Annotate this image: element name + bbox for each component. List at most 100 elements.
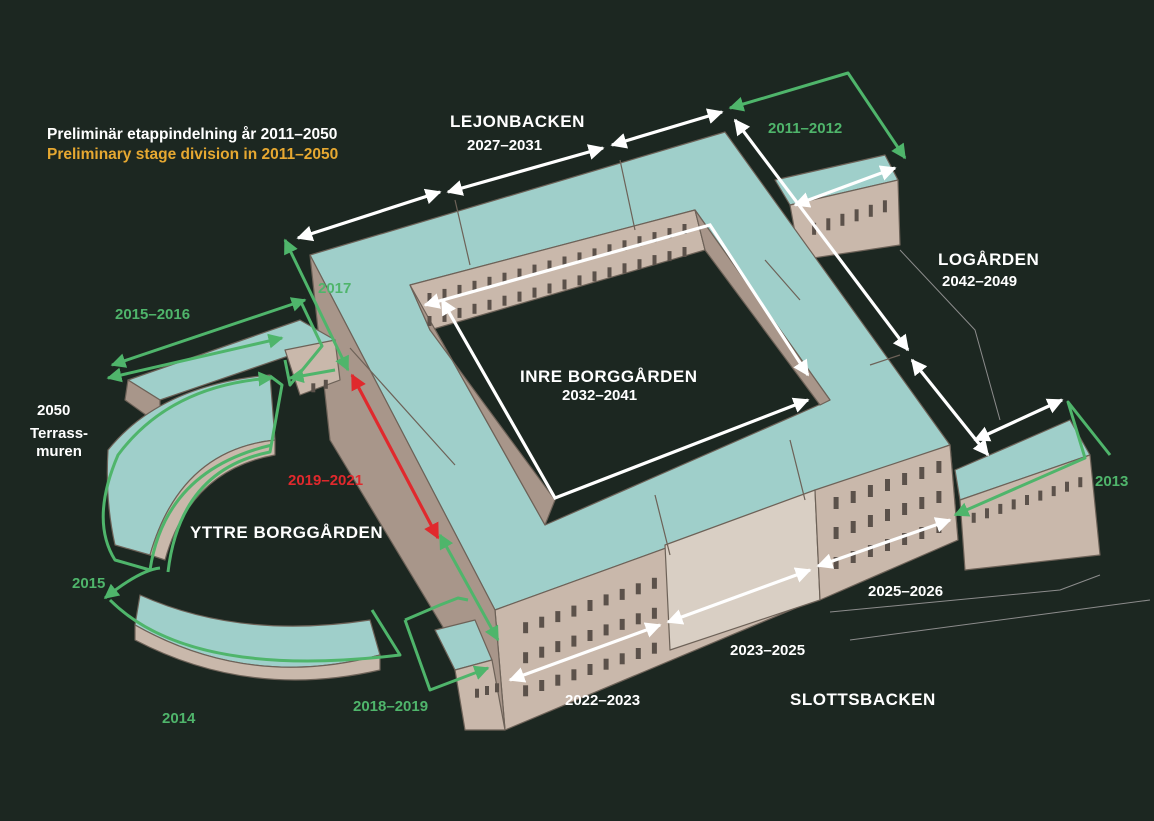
stage-2017: 2017 <box>318 280 352 297</box>
window <box>622 240 627 251</box>
window <box>523 622 529 634</box>
window <box>592 248 597 259</box>
green-arrows <box>103 71 1112 692</box>
window <box>902 473 908 485</box>
window <box>622 263 627 274</box>
window <box>833 527 839 539</box>
window <box>539 646 545 658</box>
window <box>840 213 845 226</box>
stage-2025-2026: 2025–2026 <box>868 583 944 600</box>
window <box>682 247 687 257</box>
stage-2027-2031: 2027–2031 <box>467 137 543 154</box>
window <box>539 616 545 628</box>
area-logarden: LOGÅRDEN <box>938 250 1040 269</box>
window <box>667 228 672 239</box>
window <box>607 267 612 278</box>
window <box>833 497 839 509</box>
window <box>587 630 593 641</box>
window <box>882 200 887 213</box>
window <box>323 379 328 389</box>
window <box>854 209 859 222</box>
window <box>826 218 831 231</box>
stage-2050: 2050 <box>37 402 71 419</box>
window <box>555 611 561 623</box>
window <box>635 648 641 659</box>
window <box>902 503 908 515</box>
stage-2011-2012: 2011–2012 <box>768 120 843 137</box>
window <box>651 577 657 589</box>
window <box>555 674 561 686</box>
window <box>868 204 873 217</box>
window <box>919 497 925 509</box>
window <box>850 521 856 533</box>
window <box>603 624 609 636</box>
window <box>472 280 477 291</box>
stage-2013: 2013 <box>1095 473 1129 490</box>
window <box>1038 490 1043 501</box>
window <box>592 271 597 282</box>
window <box>1051 486 1056 497</box>
window <box>635 613 641 625</box>
window <box>562 256 567 267</box>
window <box>1011 499 1016 510</box>
title-swedish: Preliminär etappindelning år 2011–2050 <box>47 126 338 143</box>
window <box>1025 495 1029 505</box>
stage-2042-2049: 2042–2049 <box>942 273 1018 290</box>
window <box>487 276 492 287</box>
window <box>682 224 687 234</box>
window <box>867 485 873 497</box>
window <box>985 508 989 519</box>
window <box>485 686 489 695</box>
window <box>667 251 672 262</box>
area-lejonbacken: LEJONBACKEN <box>450 112 585 131</box>
window <box>1078 477 1083 488</box>
window <box>587 600 593 611</box>
window <box>532 287 537 298</box>
window <box>523 685 529 697</box>
window <box>472 303 477 314</box>
window <box>637 236 642 247</box>
window <box>502 295 507 306</box>
stage-2015-2016: 2015–2016 <box>115 306 191 323</box>
window <box>571 669 577 681</box>
window <box>571 635 577 647</box>
window <box>523 652 529 664</box>
stage-2018-2019: 2018–2019 <box>353 698 429 715</box>
area-yttre-borggarden: YTTRE BORGGÅRDEN <box>190 523 384 542</box>
window <box>867 515 873 527</box>
area-inre-borggarden: INRE BORGGÅRDEN <box>520 367 698 386</box>
window <box>971 512 976 523</box>
stage-2023-2025: 2023–2025 <box>730 642 806 659</box>
area-slottsbacken: SLOTTSBACKEN <box>790 690 936 709</box>
window <box>885 479 890 491</box>
window <box>547 260 552 271</box>
window <box>607 244 612 255</box>
window <box>495 683 499 693</box>
window <box>603 658 609 670</box>
area-terrassmuren-2: muren <box>36 443 82 460</box>
window <box>517 291 522 302</box>
window <box>936 491 942 503</box>
window <box>457 284 462 295</box>
window <box>517 268 522 279</box>
title-english: Preliminary stage division in 2011–2050 <box>47 146 339 164</box>
window <box>619 653 625 665</box>
window <box>547 283 552 294</box>
window <box>487 299 492 310</box>
window <box>850 491 856 503</box>
window <box>311 383 316 393</box>
window <box>457 307 462 318</box>
window <box>652 255 657 266</box>
window <box>998 503 1003 514</box>
window <box>577 252 582 263</box>
window <box>1065 481 1069 492</box>
window <box>587 664 593 675</box>
window <box>442 311 447 322</box>
window <box>919 467 925 479</box>
window <box>635 583 641 595</box>
window <box>475 688 479 698</box>
window <box>603 594 609 606</box>
stage-2015: 2015 <box>72 575 106 592</box>
red-arrow <box>350 373 440 540</box>
